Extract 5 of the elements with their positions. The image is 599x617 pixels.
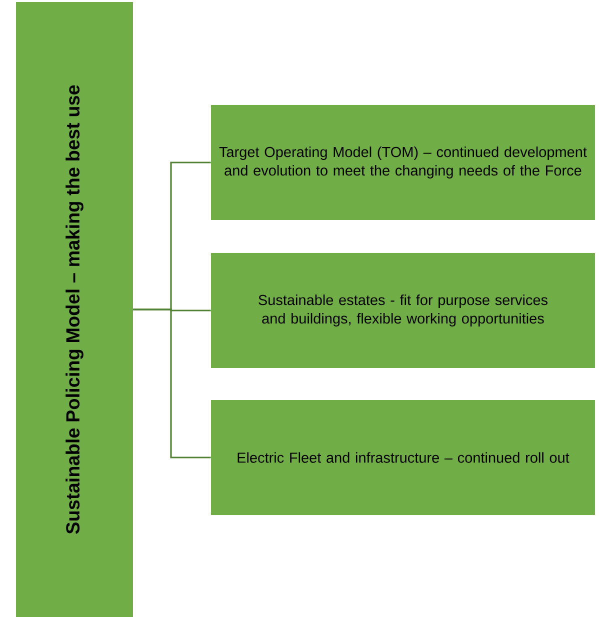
process-box: Target Operating Model (TOM) – continued development and evolution to meet the changing needs of the Force — [211, 105, 595, 220]
process-box: Sustainable estates - fit for purpose services and buildings, flexible working opportunities — [211, 253, 595, 368]
title-bar: Sustainable Policing Model – making the best use — [16, 2, 133, 617]
connector-line — [133, 308, 211, 458]
process-box: Electric Fleet and infrastructure – continued roll out — [211, 400, 595, 515]
